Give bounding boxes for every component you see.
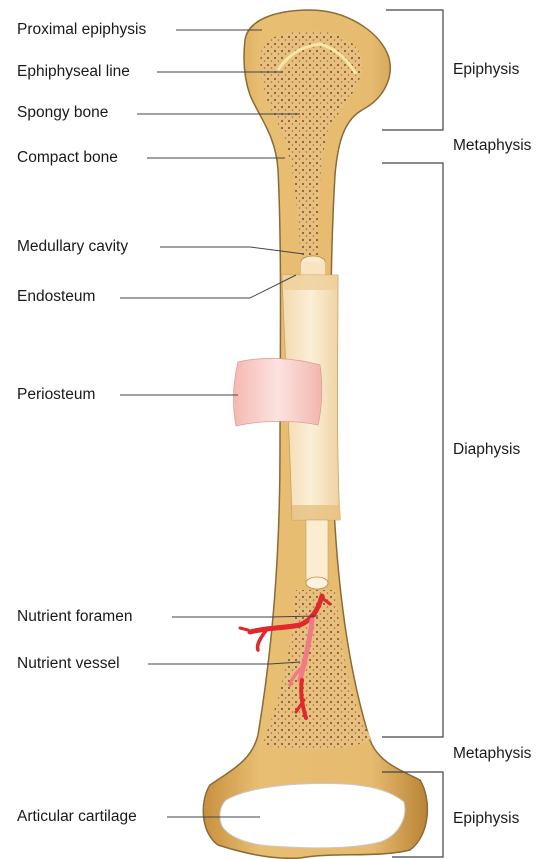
- label-compact-bone: Compact bone: [17, 149, 118, 167]
- label-proximal-epiphysis: Proximal epiphysis: [17, 21, 146, 39]
- label-medullary-cavity: Medullary cavity: [17, 238, 128, 256]
- label-metaphysis-top: Metaphysis: [453, 137, 531, 155]
- label-diaphysis: Diaphysis: [453, 441, 520, 459]
- label-epiphysis-bottom: Epiphysis: [453, 810, 519, 828]
- label-nutrient-foramen: Nutrient foramen: [17, 608, 132, 626]
- right-brackets: [382, 10, 443, 857]
- label-periosteum: Periosteum: [17, 386, 95, 404]
- label-metaphysis-bottom: Metaphysis: [453, 745, 531, 763]
- label-epiphyseal-line: Ephiphyseal line: [17, 63, 130, 81]
- label-nutrient-vessel: Nutrient vessel: [17, 655, 120, 673]
- lower-medullary: [306, 520, 328, 585]
- periosteum-flap: [234, 358, 322, 426]
- label-epiphysis-top: Epiphysis: [453, 61, 519, 79]
- label-spongy-bone: Spongy bone: [17, 104, 108, 122]
- articular-cartilage-mark: [220, 784, 405, 848]
- label-articular-cartilage: Articular cartilage: [17, 808, 137, 826]
- label-endosteum: Endosteum: [17, 288, 95, 306]
